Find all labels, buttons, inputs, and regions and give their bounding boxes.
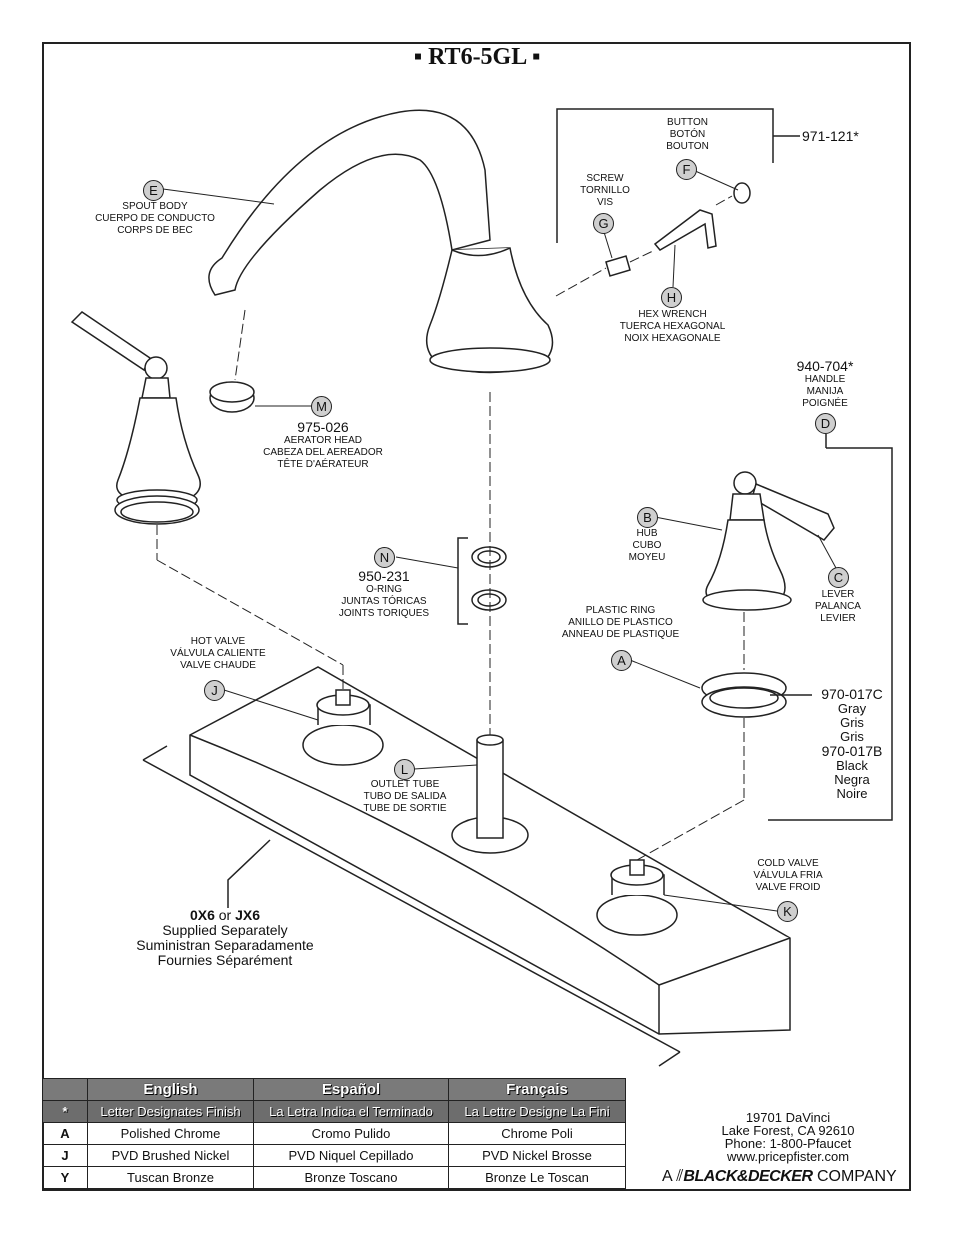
callout-l: L xyxy=(394,759,415,780)
hot-valve xyxy=(302,689,384,766)
spout-body xyxy=(208,109,554,374)
diagram-frame xyxy=(42,42,911,1191)
company-logo: A ⫽BLACK&DECKER COMPANY xyxy=(662,1168,897,1185)
table-row: A Polished Chrome Cromo Pulido Chrome Po… xyxy=(42,1122,626,1145)
callout-j: J xyxy=(204,680,225,701)
callout-m: M xyxy=(311,396,332,417)
hot-handle xyxy=(70,311,201,525)
table-row: J PVD Brushed Nickel PVD Niquel Cepillad… xyxy=(42,1144,626,1167)
company-address: 19701 DaVinci Lake Forest, CA 92610 Phon… xyxy=(721,1110,855,1164)
supplied-separately-note: 0X6 or JX6 Supplied Separately Suministr… xyxy=(136,907,314,968)
partno-button: 971-121* xyxy=(802,128,859,144)
callout-n: N xyxy=(374,547,395,568)
cold-handle xyxy=(702,471,835,611)
callout-k: K xyxy=(777,901,798,922)
callout-b: B xyxy=(637,507,658,528)
callout-f: F xyxy=(676,159,697,180)
callout-e: E xyxy=(143,180,164,201)
oring-bracket xyxy=(457,537,468,625)
button-bracket xyxy=(556,108,800,243)
callout-a: A xyxy=(611,650,632,671)
finish-header-francais: Français xyxy=(448,1078,626,1101)
callout-d: D xyxy=(815,413,836,434)
plastic-ring xyxy=(701,672,787,718)
button xyxy=(733,182,751,204)
aerator xyxy=(209,381,255,413)
deck-outline-bracket xyxy=(142,745,681,1067)
callout-g: G xyxy=(593,213,614,234)
finish-header-espanol: Español xyxy=(253,1078,449,1101)
table-row: Y Tuscan Bronze Bronze Toscano Bronze Le… xyxy=(42,1166,626,1189)
o-rings xyxy=(471,546,507,611)
table-row: * Letter Designates Finish La Letra Indi… xyxy=(42,1100,626,1123)
screw xyxy=(605,255,631,277)
cold-valve xyxy=(596,859,678,936)
hex-wrench xyxy=(653,209,717,251)
callout-h: H xyxy=(661,287,682,308)
page-title: ▪ RT6-5GL ▪ xyxy=(413,44,541,70)
finish-table: English Español Français * Letter Design… xyxy=(42,1078,626,1189)
outlet-tube xyxy=(451,734,529,854)
callout-c: C xyxy=(828,567,849,588)
bolt-icon: ⫽ xyxy=(676,1168,684,1185)
handle-bracket xyxy=(768,434,893,821)
finish-header-english: English xyxy=(87,1078,254,1101)
